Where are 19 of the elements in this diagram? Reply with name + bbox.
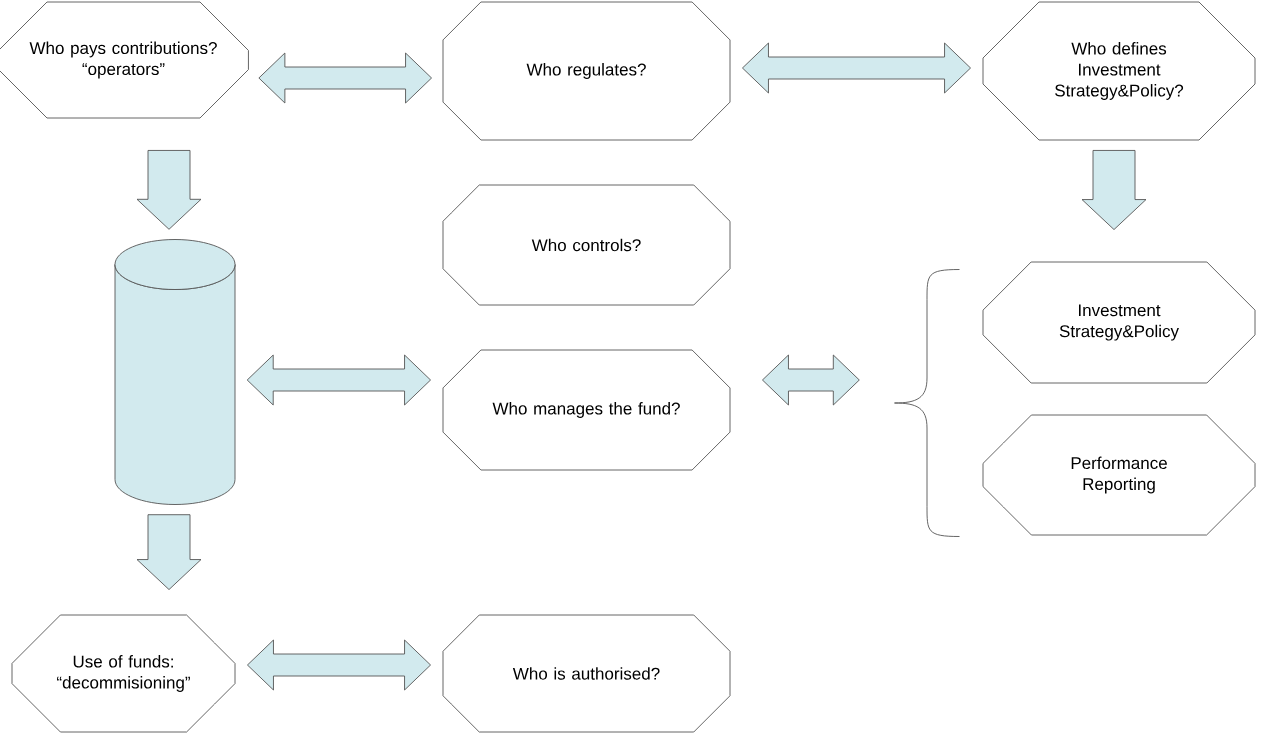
block-arrow bbox=[136, 150, 202, 230]
question-box: Who is authorised? bbox=[442, 614, 731, 733]
block-arrow bbox=[246, 354, 431, 406]
question-box: Who defines Investment Strategy&Policy? bbox=[982, 1, 1256, 141]
block-arrow bbox=[1081, 150, 1147, 230]
block-arrow bbox=[742, 42, 971, 94]
question-box: Use of funds: “decommisioning” bbox=[11, 614, 236, 733]
question-box: Who pays contributions? “operators” bbox=[0, 1, 249, 119]
question-box: Who controls? bbox=[442, 184, 731, 306]
question-box: Who regulates? bbox=[442, 1, 731, 141]
question-box: Who manages the fund? bbox=[442, 349, 731, 471]
block-arrow bbox=[258, 52, 432, 104]
cylinder bbox=[114, 239, 236, 505]
block-arrow bbox=[762, 354, 860, 406]
question-box: Performance Reporting bbox=[982, 414, 1256, 536]
block-arrow bbox=[247, 639, 431, 691]
curly-brace bbox=[894, 269, 960, 537]
block-arrow bbox=[136, 514, 202, 590]
question-box: Investment Strategy&Policy bbox=[982, 261, 1256, 384]
